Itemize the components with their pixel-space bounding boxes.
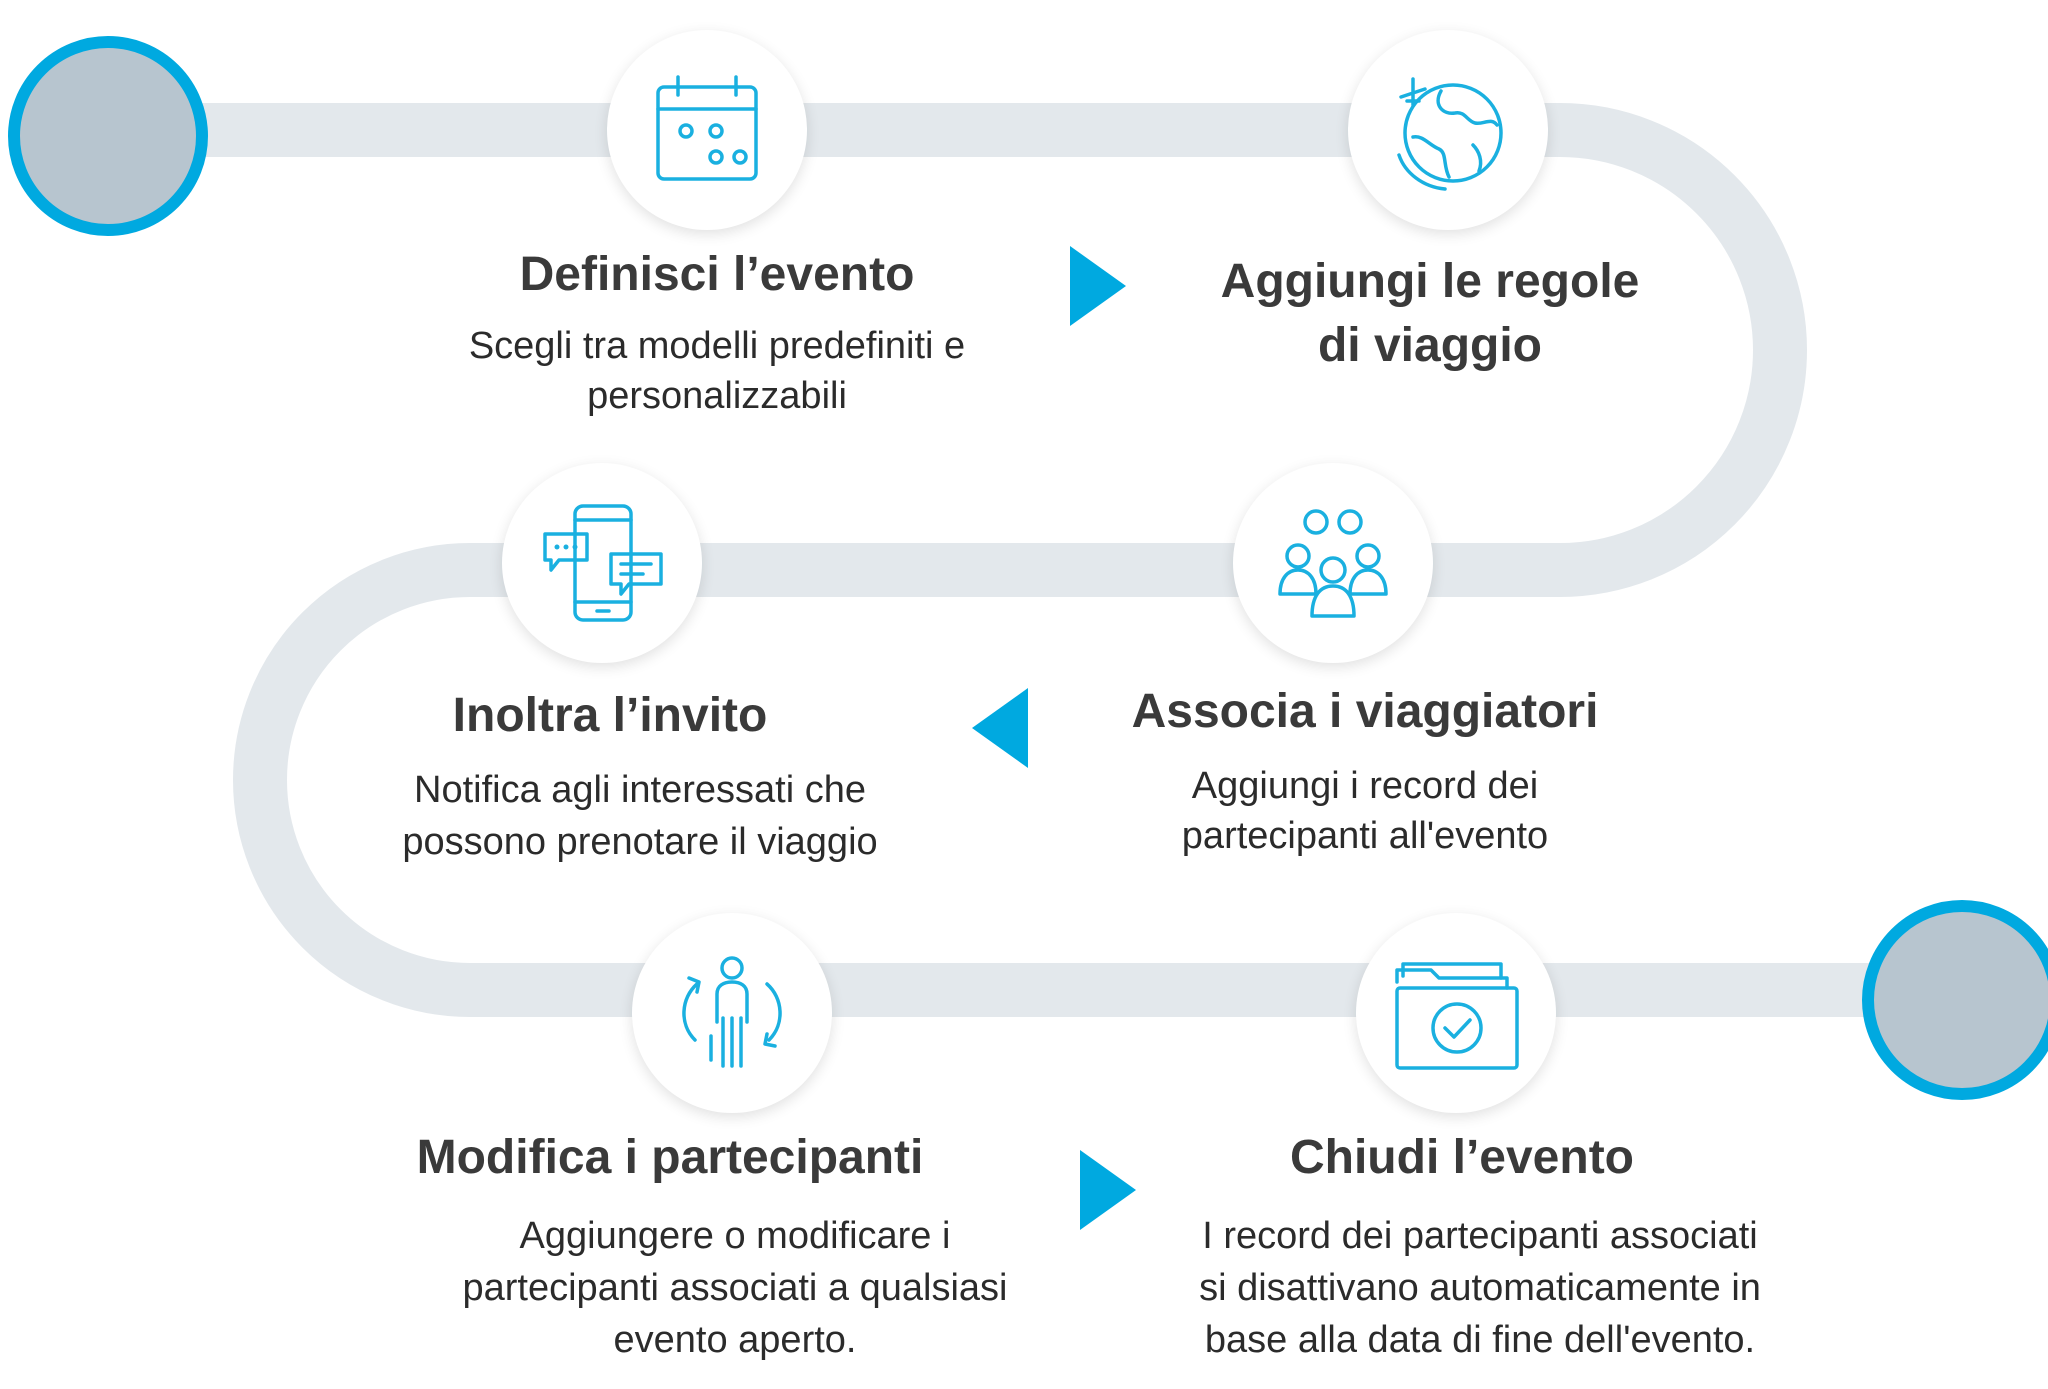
start-circle — [8, 36, 208, 236]
step-1-desc-line-1: Scegli tra modelli predefiniti e — [468, 325, 966, 367]
globe-plane-icon — [1397, 77, 1503, 191]
step-3-desc-line-1: Aggiungi i record dei — [1191, 765, 1539, 807]
step-1-desc-line-2: personalizzabili — [587, 375, 847, 417]
arrow-left — [972, 688, 1028, 768]
step-6-desc-line-3: base alla data di fine dell'evento. — [1204, 1319, 1756, 1361]
arrow-right-2 — [1080, 1150, 1136, 1230]
step-2-title-line-2: di viaggio — [1317, 319, 1542, 372]
step-2-node — [1348, 30, 1548, 230]
step-4-desc-line-1: Notifica agli interessati che — [414, 769, 866, 811]
step-1-node — [607, 30, 807, 230]
step-2-title-line-1: Aggiungi le regole — [1220, 255, 1640, 308]
step-5-desc-line-3: evento aperto. — [613, 1319, 857, 1361]
step-5-desc-line-2: partecipanti associati a qualsiasi — [462, 1267, 1008, 1309]
calendar-icon — [656, 75, 758, 181]
step-6-desc-line-1: I record dei partecipanti associati — [1202, 1215, 1758, 1257]
step-6-node — [1356, 913, 1556, 1113]
group-people-icon — [1278, 509, 1388, 618]
step-5-desc-line-1: Aggiungere o modificare i — [519, 1215, 951, 1257]
phone-chat-icon — [543, 504, 663, 622]
step-6-desc-line-2: si disattivano automaticamente in — [1199, 1267, 1761, 1309]
end-circle — [1862, 900, 2048, 1100]
step-5-title: Modifica i partecipanti — [416, 1131, 924, 1184]
step-6-title: Chiudi l’evento — [1289, 1131, 1634, 1184]
folder-check-icon — [1395, 962, 1519, 1070]
step-3-node — [1233, 463, 1433, 663]
step-5-node — [632, 913, 832, 1113]
person-refresh-icon — [682, 956, 782, 1068]
step-3-desc-line-2: partecipanti all'evento — [1181, 815, 1549, 857]
step-4-node — [502, 463, 702, 663]
arrow-right-1 — [1070, 246, 1126, 326]
step-4-desc-line-2: possono prenotare il viaggio — [402, 821, 878, 863]
step-4-title: Inoltra l’invito — [452, 689, 768, 742]
step-1-title: Definisci l’evento — [519, 248, 915, 301]
step-3-title: Associa i viaggiatori — [1131, 685, 1599, 738]
